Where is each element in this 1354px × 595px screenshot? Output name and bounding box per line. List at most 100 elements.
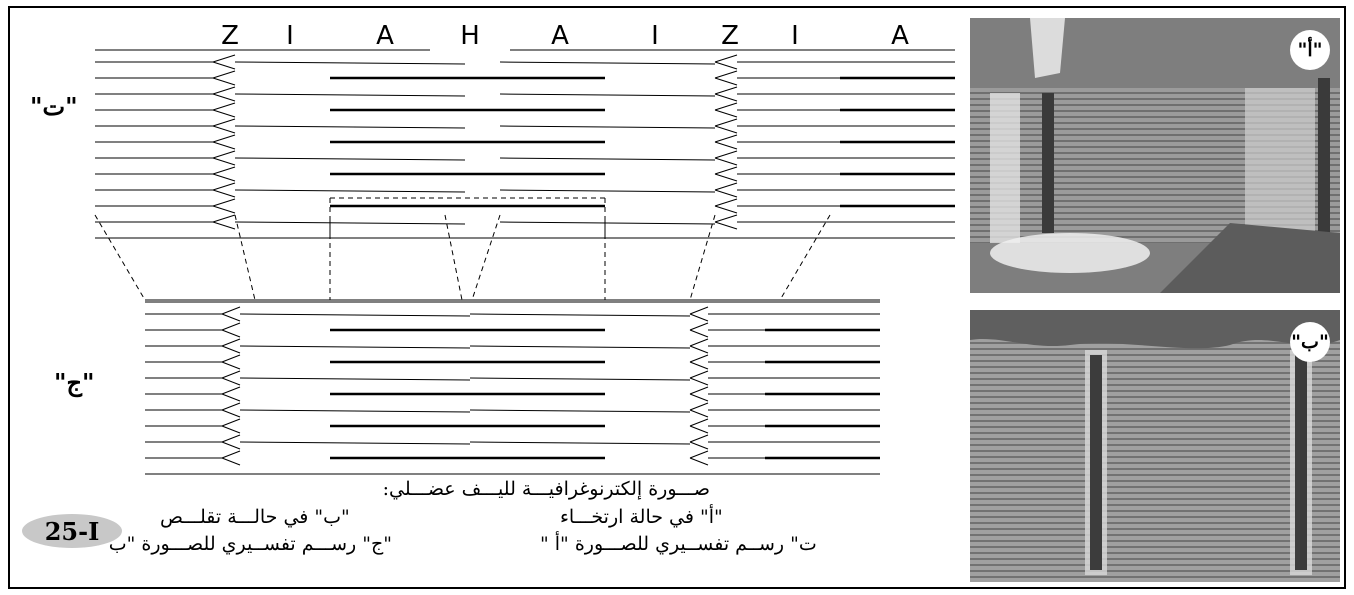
z-zig	[213, 151, 235, 158]
band-letter-z: Z	[721, 21, 739, 51]
actin-filament	[235, 158, 465, 160]
projection-line	[690, 215, 715, 300]
z-zig	[690, 387, 708, 394]
label-diagram-j: "ج"	[54, 368, 95, 397]
z-zig	[213, 103, 235, 110]
diagram-t-relaxed	[95, 50, 955, 238]
projection-lines	[95, 198, 880, 300]
z-zig	[222, 419, 240, 426]
z-zag	[213, 190, 235, 197]
z-zag	[213, 110, 235, 117]
actin-filament	[235, 190, 465, 192]
z-zag	[715, 94, 737, 101]
z-zag	[690, 442, 708, 449]
actin-filament	[500, 222, 715, 224]
actin-filament	[235, 62, 465, 64]
z-zag	[715, 126, 737, 133]
actin-filament	[500, 158, 715, 160]
micrograph-a-relaxed: "أ"	[970, 18, 1340, 293]
z-zig	[213, 55, 235, 62]
z-zig	[222, 403, 240, 410]
z-zig	[222, 307, 240, 314]
actin-filament	[470, 410, 690, 412]
z-zig	[715, 215, 737, 222]
projection-line	[235, 215, 255, 300]
z-zag	[213, 94, 235, 101]
z-zag	[213, 158, 235, 165]
z-zag	[715, 78, 737, 85]
z-zig	[715, 119, 737, 126]
actin-filament	[240, 314, 470, 316]
actin-filament	[500, 190, 715, 192]
actin-filament	[240, 442, 470, 444]
z-zig	[690, 371, 708, 378]
actin-filament	[235, 222, 465, 224]
micrograph-a-image	[970, 18, 1340, 293]
diagram-j-contracted	[145, 302, 880, 474]
z-zag	[222, 442, 240, 449]
z-zig	[715, 135, 737, 142]
z-zig	[690, 339, 708, 346]
actin-filament	[470, 442, 690, 444]
projection-line	[445, 215, 462, 300]
z-zig	[213, 87, 235, 94]
z-zag	[715, 174, 737, 181]
actin-filament	[470, 378, 690, 380]
z-zig	[690, 307, 708, 314]
z-zig	[213, 119, 235, 126]
band-letter-i: I	[286, 21, 294, 51]
actin-filament	[240, 378, 470, 380]
band-letter-i: I	[651, 21, 659, 51]
z-zig	[213, 135, 235, 142]
figure-number-badge: 25-I	[22, 514, 122, 548]
band-letter-z: Z	[221, 21, 239, 51]
actin-filament	[500, 126, 715, 128]
label-diagram-t: "ت"	[30, 92, 78, 121]
z-zig	[213, 215, 235, 222]
z-zag	[715, 158, 737, 165]
actin-filament	[470, 314, 690, 316]
band-letter-h: H	[460, 21, 480, 51]
z-zig	[715, 103, 737, 110]
micrograph-b-image	[970, 310, 1340, 582]
projection-line	[95, 215, 145, 300]
z-zag	[690, 346, 708, 353]
actin-filament	[240, 346, 470, 348]
z-zag	[690, 362, 708, 369]
z-zag	[213, 206, 235, 213]
z-zag	[222, 314, 240, 321]
z-zig	[715, 87, 737, 94]
z-zag	[213, 62, 235, 69]
z-zag	[213, 142, 235, 149]
z-zag	[715, 62, 737, 69]
z-zig	[690, 323, 708, 330]
band-letter-a: A	[551, 21, 569, 51]
z-zig	[222, 451, 240, 458]
z-zig	[690, 451, 708, 458]
z-zig	[690, 355, 708, 362]
z-zig	[715, 151, 737, 158]
z-zag	[222, 378, 240, 385]
z-zag	[213, 174, 235, 181]
projection-line	[780, 215, 830, 300]
z-zig	[715, 71, 737, 78]
z-zag	[690, 410, 708, 417]
actin-filament	[240, 410, 470, 412]
z-zag	[715, 206, 737, 213]
z-zag	[690, 458, 708, 465]
caption-title: صـــورة إلكترنوغرافيـــة لليـــف عضـــلي…	[380, 478, 710, 500]
z-zag	[690, 378, 708, 385]
z-zig	[213, 183, 235, 190]
z-zag	[715, 142, 737, 149]
z-zig	[715, 183, 737, 190]
z-zag	[222, 394, 240, 401]
z-zag	[213, 126, 235, 133]
z-zig	[222, 371, 240, 378]
z-zig	[222, 355, 240, 362]
z-zig	[222, 339, 240, 346]
z-zig	[222, 323, 240, 330]
z-zag	[715, 110, 737, 117]
z-zig	[213, 167, 235, 174]
z-zig	[213, 199, 235, 206]
